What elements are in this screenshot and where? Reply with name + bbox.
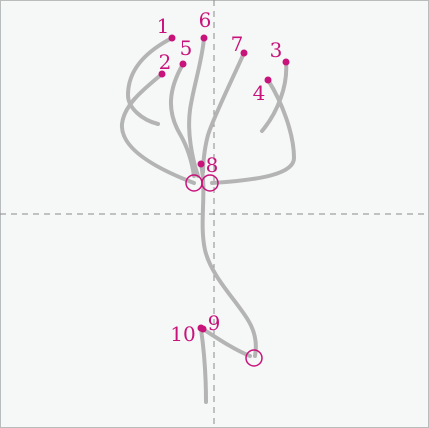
label-1: 1 — [157, 14, 170, 38]
stroke-1 — [126, 36, 174, 126]
label-4: 4 — [253, 81, 266, 105]
start-dot-8 — [197, 160, 205, 168]
stroke-5 — [168, 62, 196, 178]
stroke-8 — [199, 162, 258, 358]
start-dot-10 — [197, 324, 205, 332]
start-dot-4 — [264, 76, 272, 84]
label-7: 7 — [231, 32, 244, 56]
start-dot-2 — [158, 70, 166, 78]
label-3: 3 — [270, 38, 283, 62]
label-2: 2 — [159, 50, 172, 74]
label-6: 6 — [199, 8, 212, 32]
label-9: 9 — [208, 311, 221, 335]
start-dot-3 — [282, 58, 290, 66]
turn-marker-right — [201, 174, 219, 192]
label-8: 8 — [206, 153, 219, 177]
stroke-2 — [119, 72, 196, 185]
stroke-3 — [260, 60, 289, 133]
start-dot-6 — [200, 34, 208, 42]
stroke-6 — [187, 36, 206, 178]
label-5: 5 — [180, 36, 193, 60]
stroke-4 — [210, 78, 296, 185]
start-dot-7 — [240, 49, 248, 57]
turn-marker-bottom — [245, 349, 263, 367]
start-dot-1 — [168, 34, 176, 42]
start-dot-5 — [179, 60, 187, 68]
label-10: 10 — [170, 322, 195, 346]
stroke-10 — [199, 327, 208, 404]
